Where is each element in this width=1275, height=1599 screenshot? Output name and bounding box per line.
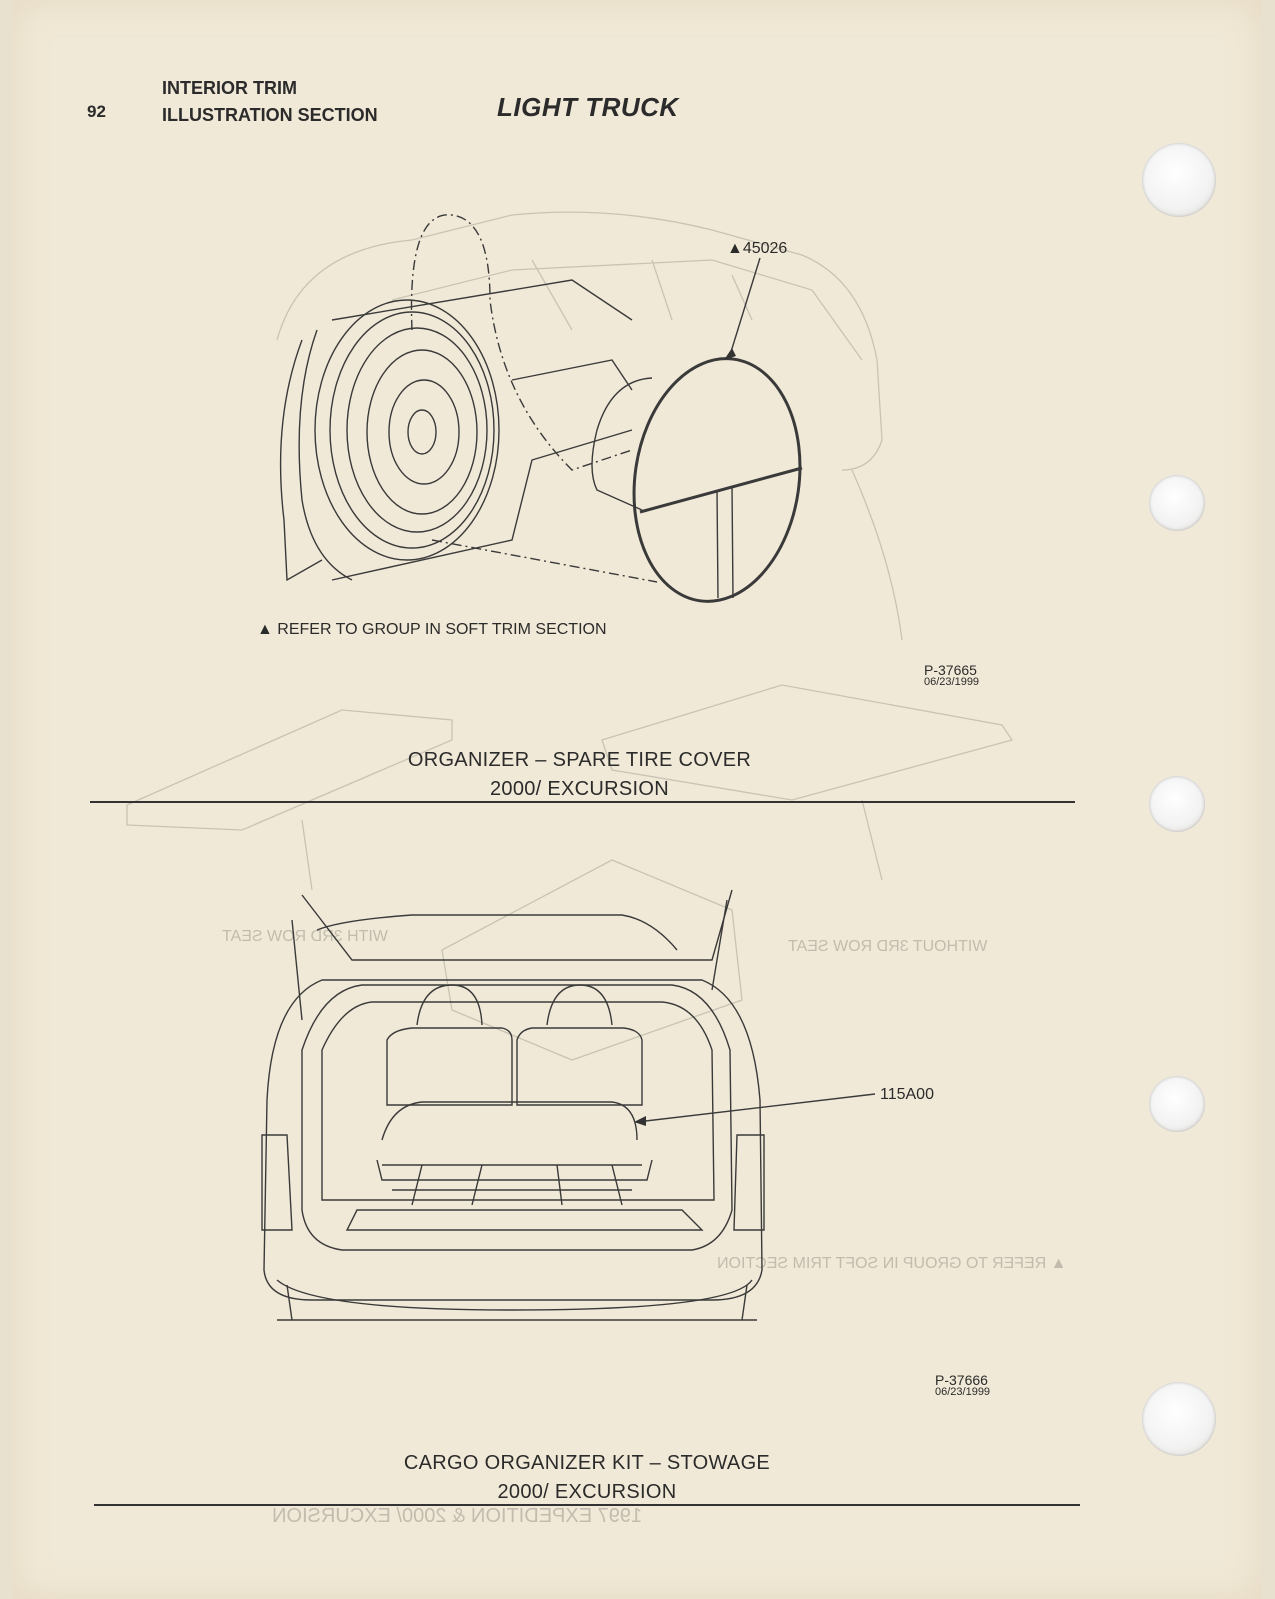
spare-tire-cover bbox=[591, 357, 803, 603]
binder-hole bbox=[1149, 475, 1205, 531]
figure1-divider bbox=[90, 801, 1075, 803]
binder-hole bbox=[1149, 1076, 1205, 1132]
part-number-text: P-37665 bbox=[924, 662, 977, 678]
caption-line-2: 2000/ EXCURSION bbox=[497, 1481, 677, 1503]
figure1-note: ▲ REFER TO GROUP IN SOFT TRIM SECTION bbox=[257, 621, 607, 638]
binder-hole bbox=[1149, 776, 1205, 832]
cargo-organizer bbox=[345, 1101, 704, 1231]
callout-115a00: 115A00 bbox=[880, 1086, 934, 1103]
caption-line-1: ORGANIZER – SPARE TIRE COVER bbox=[407, 749, 752, 771]
page-title: LIGHT TRUCK bbox=[497, 92, 679, 122]
binder-hole bbox=[1142, 1382, 1216, 1456]
binder-hole bbox=[1142, 143, 1216, 217]
part-date-text: 06/23/1999 bbox=[935, 1386, 991, 1398]
spare-tire-cover-illustration bbox=[276, 211, 903, 641]
bleed-through-caption: 1997 EXPEDITION & 2000/ EXCURSION bbox=[272, 1505, 643, 1527]
caption-line-2: 2000/ EXCURSION bbox=[489, 778, 669, 800]
page-number: 92 bbox=[87, 102, 106, 121]
figure2-part-number: P-37666 06/23/1999 bbox=[935, 1372, 991, 1398]
figure2-divider bbox=[94, 1504, 1080, 1506]
spare-tire bbox=[279, 279, 633, 582]
figure2-caption: CARGO ORGANIZER KIT – STOWAGE 2000/ EXCU… bbox=[372, 1449, 802, 1507]
figure1-part-number: P-37665 06/23/1999 bbox=[924, 662, 980, 688]
cargo-organizer-illustration bbox=[261, 889, 876, 1321]
bleed-through-sketch bbox=[126, 684, 1014, 1061]
manual-page: 92 INTERIOR TRIM ILLUSTRATION SECTION LI… bbox=[12, 0, 1262, 1599]
part-number-text: P-37666 bbox=[935, 1372, 988, 1388]
section-heading: INTERIOR TRIM ILLUSTRATION SECTION bbox=[162, 75, 378, 129]
section-line-2: ILLUSTRATION SECTION bbox=[162, 105, 378, 125]
callout-45026: ▲45026 bbox=[727, 240, 788, 257]
caption-line-1: CARGO ORGANIZER KIT – STOWAGE bbox=[403, 1452, 771, 1474]
part-date-text: 06/23/1999 bbox=[924, 676, 980, 688]
figure1-caption: ORGANIZER – SPARE TIRE COVER 2000/ EXCUR… bbox=[372, 746, 787, 804]
section-line-1: INTERIOR TRIM bbox=[162, 78, 297, 98]
